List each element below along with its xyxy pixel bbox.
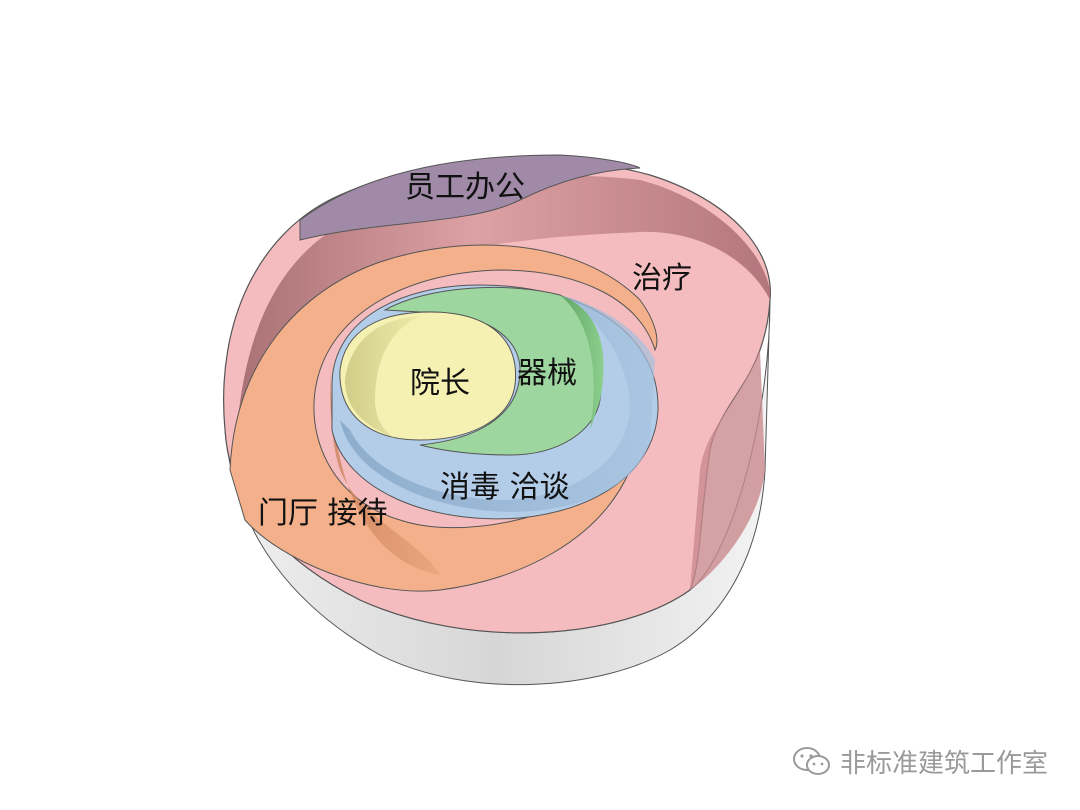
- label-treatment: 治疗: [632, 261, 692, 296]
- director-zone: [339, 311, 517, 441]
- equipment-zone: [383, 286, 604, 456]
- label-lobby-reception: 门厅 接待: [258, 496, 388, 531]
- label-disinfection-consult: 消毒 洽谈: [440, 470, 570, 505]
- staff-office-zone: [299, 154, 641, 241]
- watermark-text: 非标准建筑工作室: [839, 749, 1048, 779]
- label-staff-office: 员工办公: [405, 170, 525, 205]
- label-equipment: 器械: [517, 356, 577, 391]
- watermark: 非标准建筑工作室: [792, 743, 1048, 780]
- wechat-icon: [792, 746, 830, 775]
- label-director: 院长: [410, 366, 470, 401]
- lobby-reception-zone: [229, 244, 658, 592]
